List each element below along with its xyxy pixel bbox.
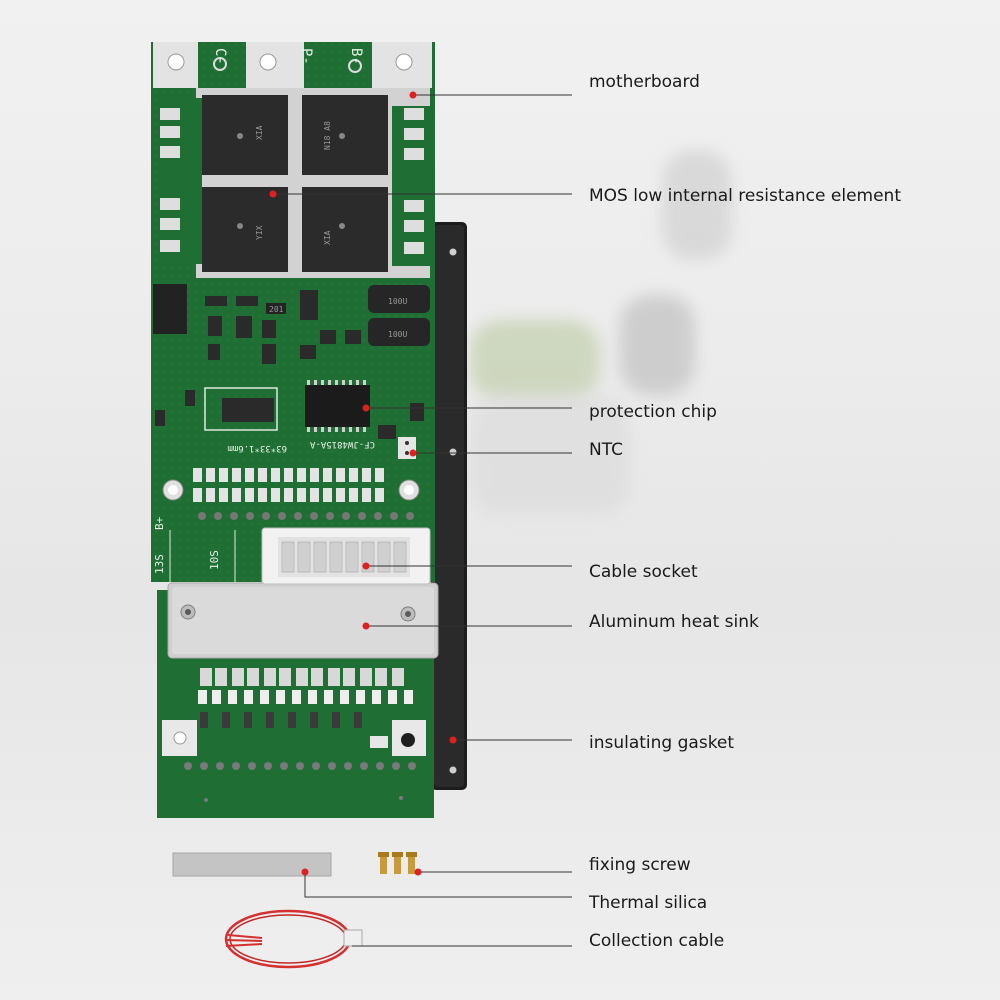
silk-b: B- [348,48,364,65]
insulating-gasket [431,222,467,790]
label-ntc: NTC [589,440,623,460]
mos-marking-2: N18 A8 [323,121,332,150]
label-collection-cable: Collection cable [589,931,725,951]
silk-10s: 10S [208,550,221,570]
silk-c: C- [212,48,228,65]
mos-marking-4: XIA [323,230,332,245]
background-shelf [470,395,630,515]
label-thermal-silica: Thermal silica [589,893,708,913]
label-cable-socket: Cable socket [589,562,698,582]
main-board: XIA N18 A8 YIX XIA C- P- B- 100U 100U 20… [151,42,435,582]
silk-13s: 13S [153,554,166,574]
thermal-silica-pad [172,852,332,877]
mos-marking-1: XIA [255,125,264,140]
silk-dims: 63*33*1.6mm [227,443,287,453]
cable-socket [261,527,431,585]
silk-p: P- [298,48,314,65]
inductor-1-label: 100U [388,297,407,306]
silk-model: CF-JW4815A-A [309,439,375,449]
label-motherboard: motherboard [589,72,700,92]
aluminum-heat-sink [167,582,439,659]
fixing-screws [378,852,417,874]
label-insulating-gasket: insulating gasket [589,733,735,753]
label-protection-chip: protection chip [589,402,717,422]
silk-bplus: B+ [153,516,166,530]
mos-marking-3: YIX [255,225,264,240]
background-chair [470,320,600,400]
background-frame-lower [620,295,695,395]
inductor-2-label: 100U [388,330,407,339]
res-label: 201 [269,305,284,314]
label-mos-element: MOS low internal resistance element [589,186,901,206]
background-frame-upper [662,150,732,260]
collection-cable [224,909,363,969]
label-heat-sink: Aluminum heat sink [589,612,759,632]
callout-lines [273,94,572,947]
callout-dots [269,91,457,876]
label-fixing-screw: fixing screw [589,855,691,875]
